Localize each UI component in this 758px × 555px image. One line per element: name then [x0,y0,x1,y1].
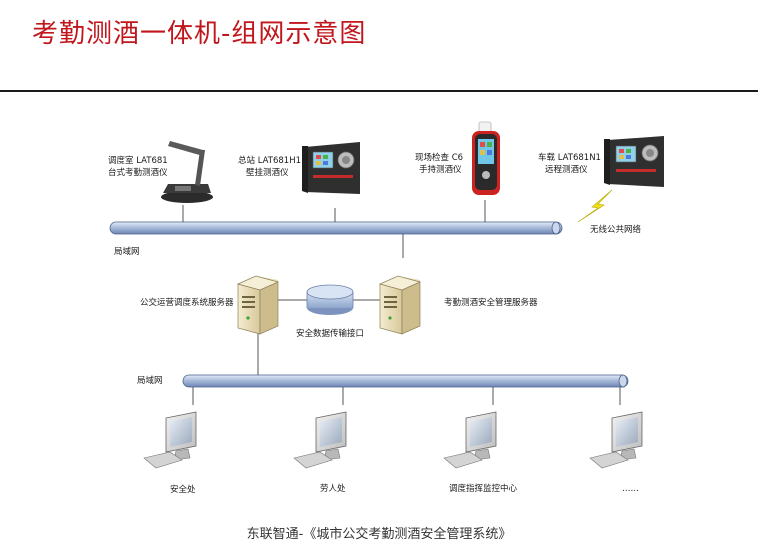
page-title: 考勤测酒一体机-组网示意图 [32,19,367,49]
device-3-line1: 现场检查 C6 [415,152,463,163]
lan-label-bottom: 局域网 [137,375,163,386]
vehicle-tester-icon [604,136,664,187]
interface-label: 安全数据传输接口 [296,328,364,339]
top-lan-bus [109,221,563,235]
bottom-lan-bus [182,374,629,388]
client-connectors [192,387,621,405]
right-server-label: 考勤测酒安全管理服务器 [444,297,538,308]
bottom-caption: 东联智通-《城市公交考勤测酒安全管理系统》 [246,527,512,542]
client-computer-icon [589,411,643,469]
wall-tester-icon [302,142,360,194]
right-server-icon [378,275,422,335]
database-icon [306,284,354,315]
device-1-line2: 台式考勤测酒仪 [108,167,168,178]
device-4-line1: 车载 LAT681N1 [538,152,601,163]
title-divider [0,90,758,92]
client-computer-icon [143,411,197,469]
lan-label-top: 局域网 [114,246,140,257]
client-label-safety: 安全处 [170,484,196,495]
wireless-label: 无线公共网络 [590,224,642,235]
handheld-tester-icon [472,121,500,195]
desktop-tester-icon [161,141,213,203]
client-label-hr: 劳人处 [320,483,346,494]
wireless-lightning-icon [577,189,613,223]
client-label-more: …… [622,484,639,494]
device-2-line2: 壁挂测酒仪 [246,167,289,178]
device-connectors [182,200,486,258]
device-2-line1: 总站 LAT681H1 [238,155,301,166]
device-4-line2: 远程测酒仪 [545,165,588,175]
client-computer-icon [293,411,347,469]
left-server-icon [236,275,280,335]
device-1-line1: 调度室 LAT681 [108,155,168,166]
client-computer-icon [443,411,497,469]
client-label-dispatch: 调度指挥监控中心 [449,483,518,494]
device-3-line2: 手持测酒仪 [419,164,462,175]
left-server-label: 公交运营调度系统服务器 [140,297,234,308]
